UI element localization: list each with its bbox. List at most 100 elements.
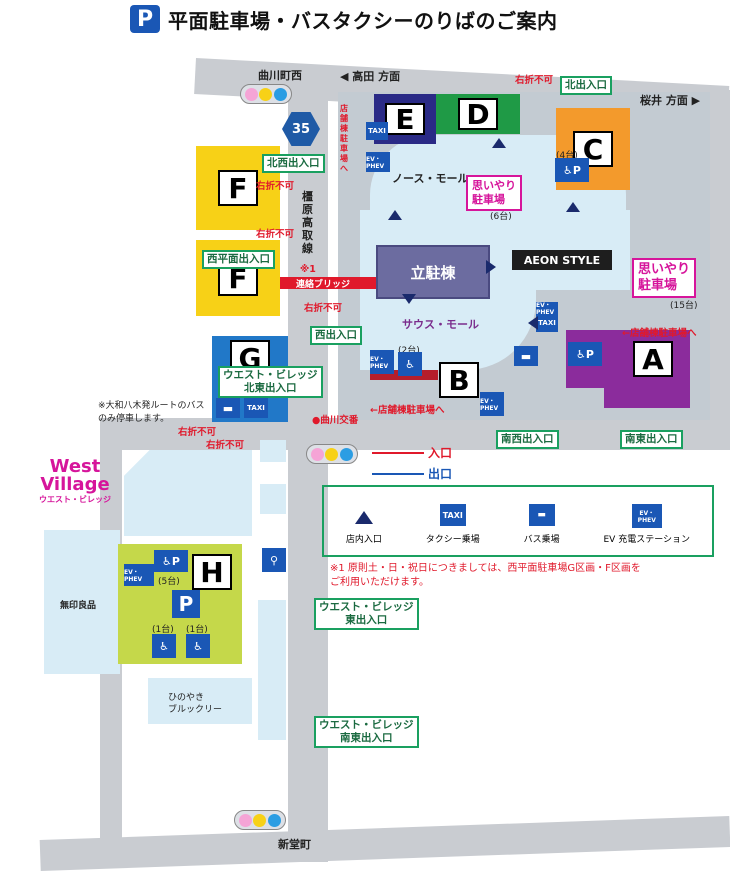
entrance-triangle: [388, 210, 402, 220]
east-road: [706, 90, 730, 430]
north-crossing-label: 曲川町西: [258, 69, 302, 82]
parking-tower-label: 立駐棟: [410, 263, 456, 282]
bus-icon: ▬: [528, 504, 555, 526]
ev-charger-icon: EV・PHEV: [536, 302, 558, 316]
legend-item-ev: EV・PHEV EV 充電ステーション: [603, 504, 691, 545]
bus-icon: ▬: [514, 346, 538, 366]
mujirushi-building: [44, 530, 120, 674]
legend-item-bus: ▬ バス乗場: [524, 504, 560, 545]
entrance-triangle: [354, 511, 373, 524]
legend-item-entrance: 店内入口: [346, 511, 382, 545]
rail-line-label: 橿原高取線: [302, 190, 313, 255]
traffic-light-south: [234, 810, 286, 830]
bridge-label: 連絡ブリッジ: [296, 280, 351, 290]
lot-e-letter: E: [385, 103, 425, 136]
store-garage-sign-south: ←店舗棟駐車場へ: [370, 405, 445, 416]
gate-southeast[interactable]: 南東出入口: [620, 430, 683, 449]
legend-taxi-label: タクシー乗場: [425, 535, 480, 545]
gate-west[interactable]: 西出入口: [310, 326, 362, 345]
no-right-turn-4: 右折不可: [304, 303, 343, 314]
lot-a-lower: [604, 388, 690, 408]
no-right-turn-2: 右折不可: [256, 181, 295, 192]
no-right-turn-5: 右折不可: [178, 427, 217, 438]
north-mall-label: ノース・モール: [392, 172, 469, 185]
wheelchair-icon: ♿P: [154, 550, 188, 572]
parking-p-icon: P: [172, 590, 200, 618]
store-garage-sign-north: 店舗棟駐車場へ: [340, 104, 348, 173]
route-35-number: 35: [291, 121, 311, 137]
omoiyari-east-count: (15台): [670, 301, 698, 311]
wheelchair-icon: ♿: [398, 352, 422, 376]
gate-wv-south-east[interactable]: ウエスト・ビレッジ 南東出入口: [314, 716, 419, 748]
west-village-logo: West Village ウエスト・ビレッジ: [30, 458, 120, 505]
gate-wv-north-east[interactable]: ウエスト・ビレッジ 北東出入口: [218, 366, 323, 398]
wv-building-east: [258, 600, 286, 740]
store-garage-sign-east: ←店舗棟駐車場へ: [622, 328, 697, 339]
wheelchair-icon: ♿: [186, 634, 210, 658]
lot-e[interactable]: E: [374, 94, 436, 144]
rail-note: ※1: [300, 264, 316, 275]
wv-building-north: [124, 450, 252, 536]
wv-building-small-1: [260, 440, 286, 462]
gate-southwest[interactable]: 南西出入口: [496, 430, 559, 449]
lot-f-north-letter: F: [218, 170, 258, 206]
south-mall-label: サウス・モール: [402, 318, 479, 331]
entrance-triangle: [486, 260, 496, 274]
west-village-title-1: West: [49, 456, 101, 477]
lot-c-letter: C: [573, 131, 613, 167]
lot-h-right-count: (1台): [186, 625, 208, 635]
north-direction: ◀ 高田 方面: [340, 68, 400, 84]
bus-icon: ▬: [216, 398, 240, 418]
no-right-turn-6: 右折不可: [206, 440, 245, 451]
east-direction: 桜井 方面 ▶: [640, 92, 700, 108]
taxi-icon: TAXI: [244, 398, 268, 418]
taxi-icon: TAXI: [439, 504, 466, 526]
aeon-style-logo: AEON STYLE: [512, 250, 612, 270]
gate-north[interactable]: 北出入口: [560, 76, 612, 95]
gate-west-plane[interactable]: 西平面出入口: [202, 250, 275, 269]
legend-ev-label: EV 充電ステーション: [603, 535, 691, 545]
lot-b-count: (2台): [398, 346, 420, 356]
ev-charger-icon: EV・PHEV: [480, 392, 504, 416]
out-arrow-icon: [372, 472, 424, 475]
wheelchair-icon: ♿P: [568, 342, 602, 366]
title-bar: P 平面駐車場・バスタクシーのりばのご案内: [130, 4, 558, 34]
west-village-title-2: Village: [40, 474, 110, 495]
lot-d-letter: D: [458, 98, 498, 131]
omoiyari-north-count: (6台): [490, 212, 512, 222]
lot-a[interactable]: A: [566, 330, 690, 388]
lot-b[interactable]: B: [438, 360, 480, 400]
lot-d[interactable]: D: [436, 94, 520, 134]
lot-h-left-count: (1台): [152, 625, 174, 635]
taxi-icon: TAXI: [536, 314, 558, 332]
entrance-triangle: [528, 316, 538, 330]
lot-a-letter: A: [633, 341, 673, 377]
no-right-turn-1: 右折不可: [515, 75, 554, 86]
gate-northwest[interactable]: 北西出入口: [262, 154, 325, 173]
entrance-triangle: [566, 202, 580, 212]
wheelchair-icon: ♿P: [555, 158, 589, 182]
omoiyari-east[interactable]: 思いやり 駐車場: [632, 258, 697, 298]
traffic-light-center: [306, 444, 358, 464]
store-b-label: ブルックリー: [168, 705, 223, 715]
legend-box: 店内入口 TAXI タクシー乗場 ▬ バス乗場 EV・PHEV EV 充電ステー…: [322, 485, 714, 557]
bottom-road: [39, 815, 730, 871]
ev-charger-icon: EV・PHEV: [366, 152, 390, 172]
lot-c-count: (4台): [556, 151, 578, 161]
store-a-label: ひのやき: [168, 693, 205, 703]
lot-h-letter: H: [192, 554, 232, 590]
west-village-kana: ウエスト・ビレッジ: [39, 495, 111, 504]
mujirushi-label: 無印良品: [60, 601, 97, 611]
motorcycle-icon: ⚲: [262, 548, 286, 572]
gate-wv-east[interactable]: ウエスト・ビレッジ 東出入口: [314, 598, 419, 630]
omoiyari-north[interactable]: 思いやり 駐車場: [466, 175, 522, 211]
wv-building-south: [148, 678, 252, 724]
entrance-triangle: [402, 294, 416, 304]
page-title: 平面駐車場・バスタクシーのりばのご案内: [168, 8, 558, 33]
entrance-triangle: [492, 138, 506, 148]
police-box-label: ●曲川交番: [312, 415, 359, 426]
south-crossing-label: 新堂町: [278, 838, 311, 851]
no-right-turn-3: 右折不可: [256, 229, 295, 240]
legend-out-label: 出口: [428, 467, 453, 481]
traffic-light-north: [240, 84, 292, 104]
